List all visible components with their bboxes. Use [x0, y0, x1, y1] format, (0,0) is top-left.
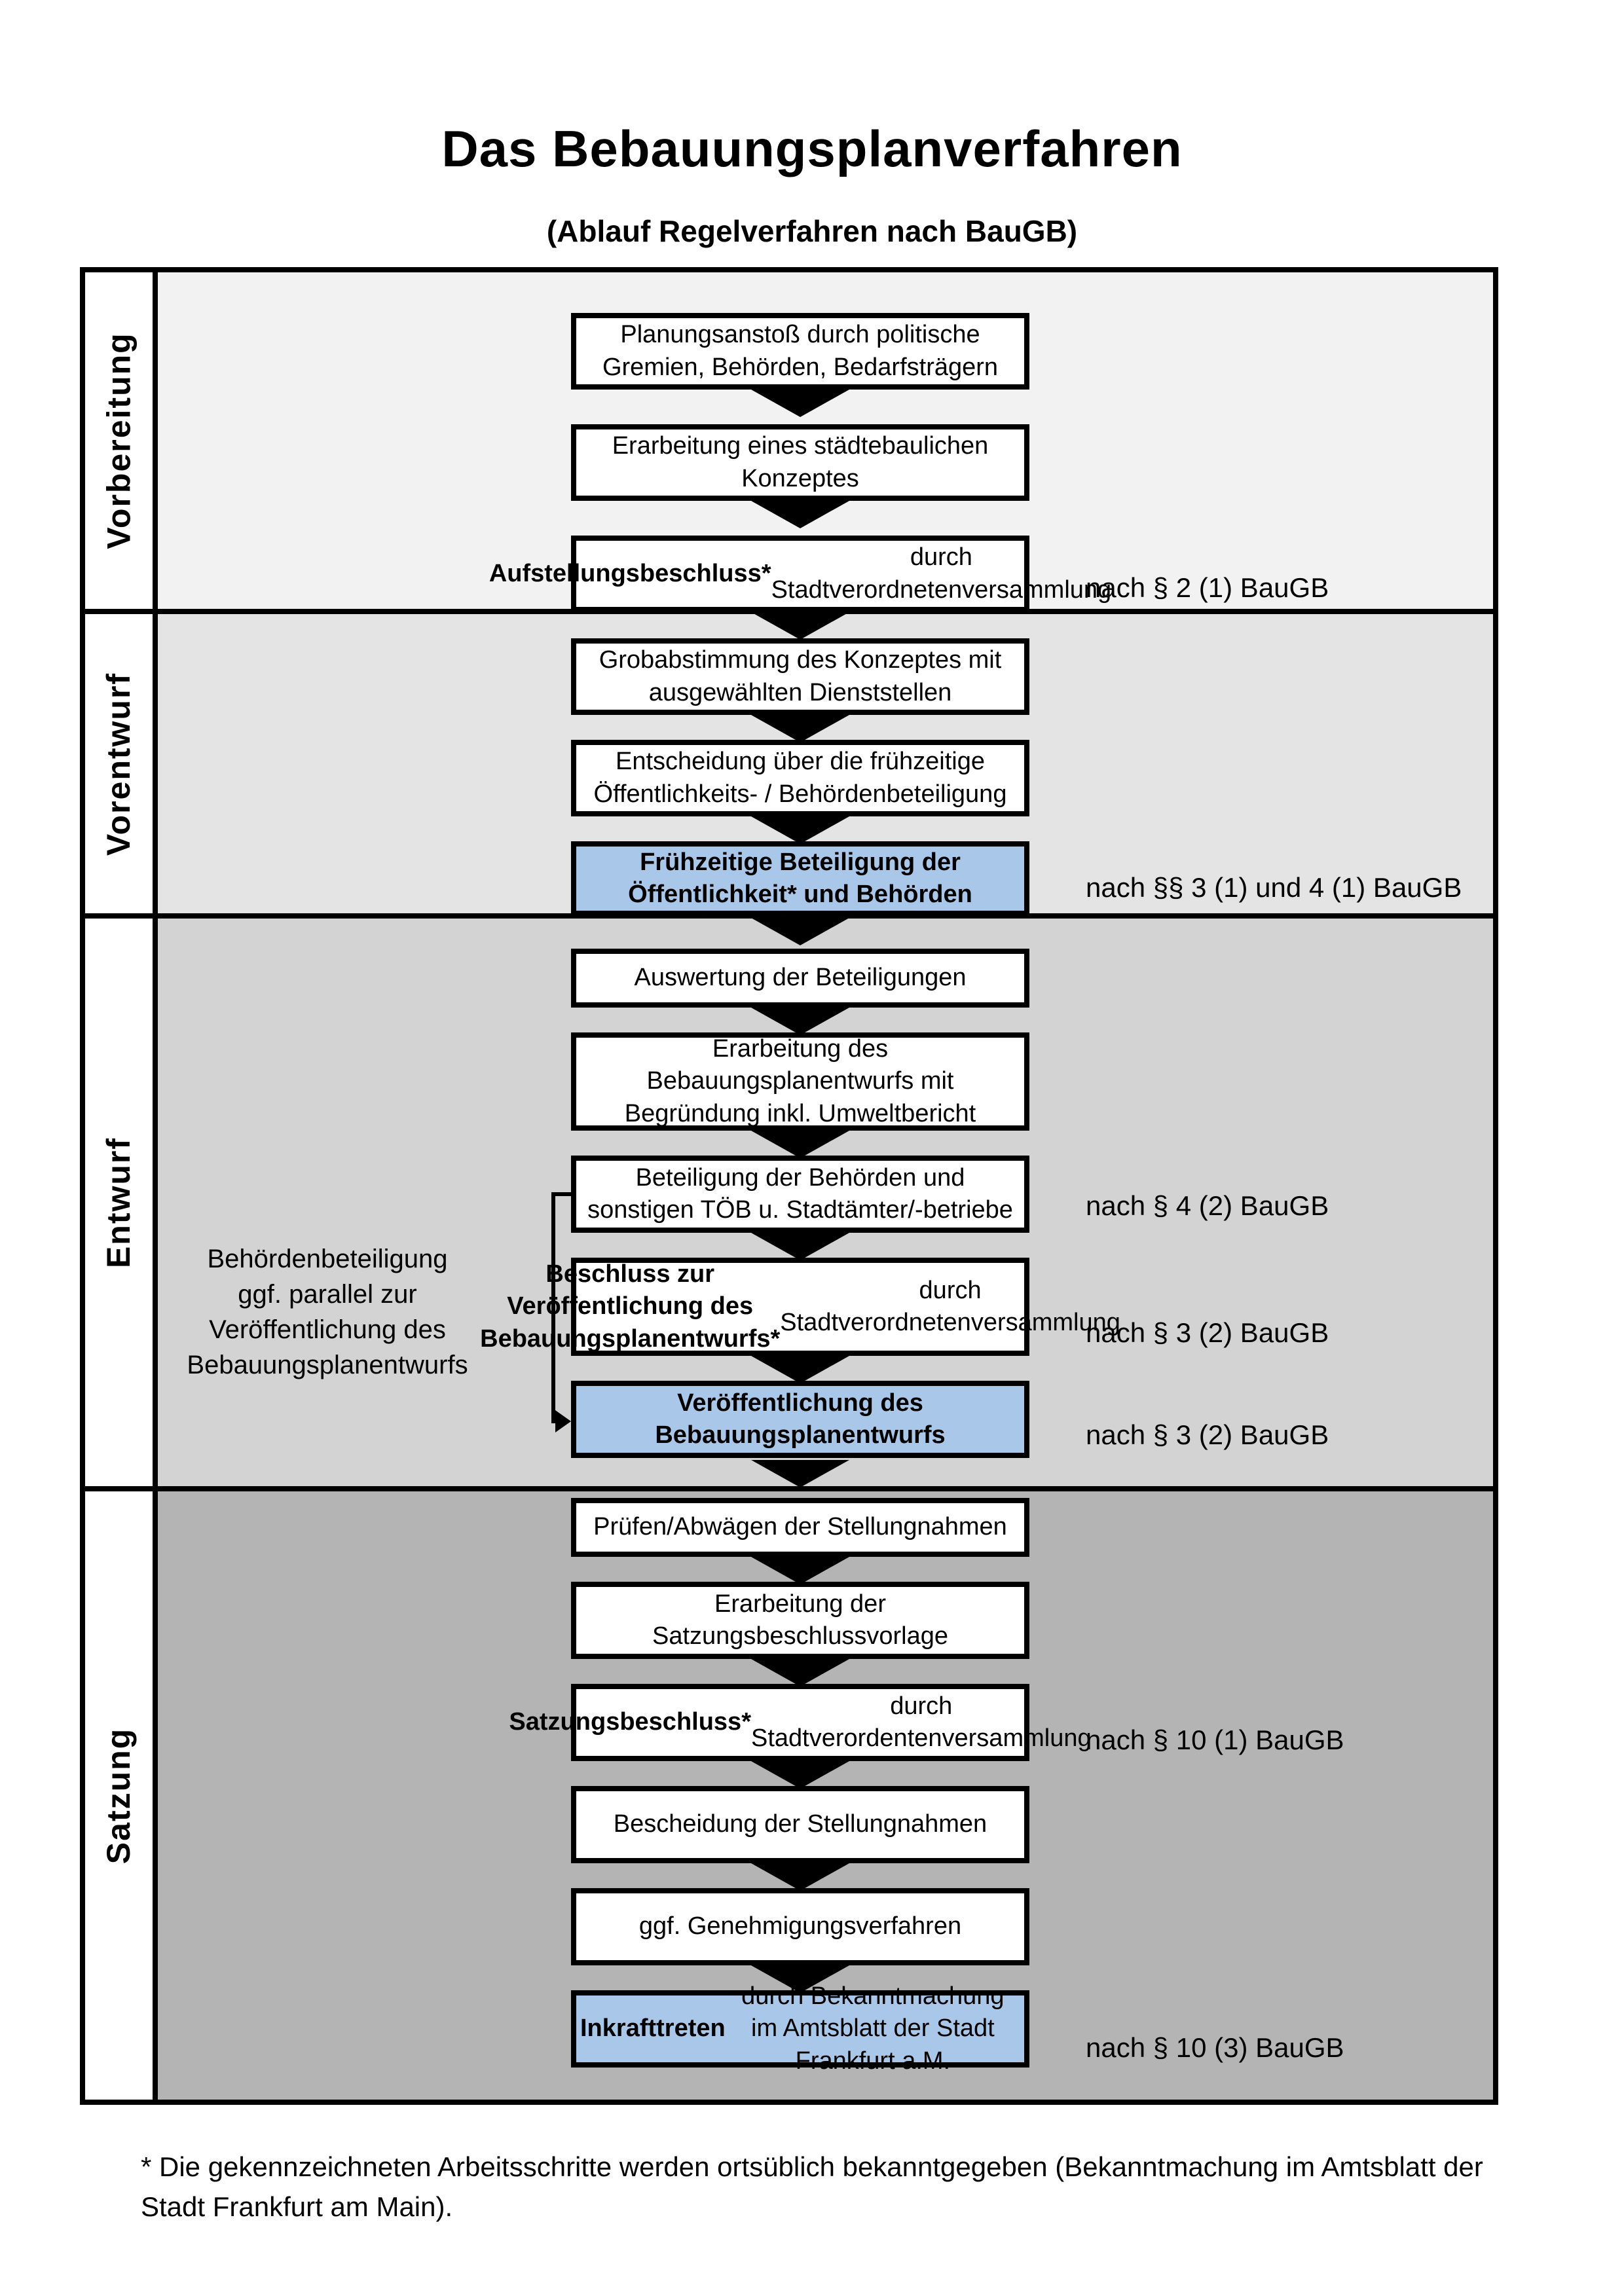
law-annotation: nach § 3 (2) BauGB — [1086, 1419, 1329, 1450]
arrow-down-connector — [751, 918, 849, 945]
step-beteiligung-behoerden-toeb: Beteiligung der Behörden und sonstigen T… — [571, 1156, 1029, 1233]
elbow-connector-vertical — [551, 1192, 555, 1423]
step-pruefen-abwaegen: Prüfen/Abwägen der Stellungnahmen — [571, 1498, 1029, 1557]
arrow-right-icon — [555, 1410, 571, 1432]
step-genehmigungsverfahren: ggf. Genehmigungsverfahren — [571, 1888, 1029, 1965]
arrow-down-connector — [751, 1008, 849, 1035]
flowchart-frame: Vorbereitung Vorentwurf Entwurf Satzung … — [80, 267, 1498, 2105]
arrow-down-connector — [751, 1233, 849, 1260]
page-subtitle: (Ablauf Regelverfahren nach BauGB) — [546, 214, 1078, 248]
arrow-down-connector — [751, 1965, 849, 1993]
step-erarbeitung-satzungsbeschlussvorlage: Erarbeitung der Satzungsbeschlussvorlage — [571, 1582, 1029, 1659]
arrow-down-connector — [751, 1761, 849, 1789]
flow-overlay: Planungsanstoß durch politische Gremien,… — [85, 272, 1493, 2100]
elbow-connector-bottom — [551, 1419, 558, 1423]
arrow-down-connector — [751, 612, 849, 640]
arrow-down-connector — [751, 1460, 849, 1487]
step-bescheidung-stellungnahmen: Bescheidung der Stellungnahmen — [571, 1786, 1029, 1863]
step-satzungsbeschluss: Satzungsbeschluss* durch Stadtverordente… — [509, 1684, 1092, 1761]
arrow-down-connector — [751, 1659, 849, 1686]
law-annotation: nach § 2 (1) BauGB — [1086, 572, 1329, 603]
arrow-down-connector — [751, 816, 849, 844]
elbow-connector-top — [551, 1192, 571, 1196]
step-entscheidung-fruehzeitige-beteiligung: Entscheidung über die frühzeitige Öffent… — [571, 740, 1029, 816]
law-annotation: nach § 10 (1) BauGB — [1086, 1724, 1344, 1755]
arrow-down-connector — [751, 1557, 849, 1584]
page-title: Das Bebauungsplanverfahren — [441, 120, 1183, 177]
step-grobabstimmung: Grobabstimmung des Konzeptes mit ausgewä… — [571, 638, 1029, 715]
step-veroeffentlichung-entwurf: Veröffentlichung des Bebauungsplanentwur… — [571, 1381, 1029, 1458]
step-fruehzeitige-beteiligung: Frühzeitige Beteiligung der Öffentlichke… — [571, 841, 1029, 916]
arrow-down-connector — [751, 1863, 849, 1891]
step-inkrafttreten: Inkrafttreten durch Bekanntmachung im Am… — [571, 1982, 1029, 2075]
law-annotation: nach § 4 (2) BauGB — [1086, 1190, 1329, 1221]
section-label-vorentwurf: Vorentwurf — [85, 614, 158, 913]
section-label-entwurf: Entwurf — [85, 919, 158, 1486]
arrow-down-connector — [751, 1356, 849, 1383]
arrow-down-connector — [751, 390, 849, 417]
law-annotation: nach § 3 (2) BauGB — [1086, 1317, 1329, 1348]
section-label-vorbereitung: Vorbereitung — [85, 272, 158, 609]
step-planungsanstoss: Planungsanstoß durch politische Gremien,… — [571, 313, 1029, 390]
step-beschluss-veroeffentlichung: Beschluss zur Veröffentlichung des Bebau… — [480, 1258, 1120, 1356]
arrow-down-connector — [751, 501, 849, 528]
step-aufstellungsbeschluss: Aufstellungsbeschluss* durch Stadtverord… — [489, 536, 1111, 612]
law-annotation: nach §§ 3 (1) und 4 (1) BauGB — [1086, 872, 1462, 903]
step-erarbeitung-bebauungsplanentwurf: Erarbeitung des Bebauungsplanentwurfs mi… — [571, 1032, 1029, 1131]
arrow-down-connector — [751, 715, 849, 742]
step-auswertung-beteiligungen: Auswertung der Beteiligungen — [571, 949, 1029, 1008]
step-staedtebauliches-konzept: Erarbeitung eines städtebaulichen Konzep… — [571, 424, 1029, 501]
section-label-satzung: Satzung — [85, 1491, 158, 2100]
side-note-behoerdenbeteiligung: Behördenbeteiligung ggf. parallel zur Ve… — [187, 1245, 468, 1379]
law-annotation: nach § 10 (3) BauGB — [1086, 2032, 1344, 2063]
footnote: * Die gekennzeichneten Arbeitsschritte w… — [141, 2151, 1483, 2222]
arrow-down-connector — [751, 1131, 849, 1158]
